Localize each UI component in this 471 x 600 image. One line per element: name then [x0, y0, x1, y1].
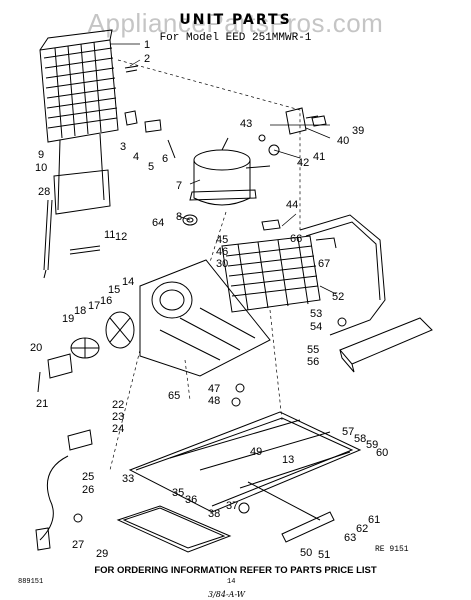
callout-59: 59: [366, 439, 378, 451]
callout-57: 57: [342, 426, 354, 438]
callout-6: 6: [162, 153, 168, 165]
callout-39: 39: [352, 125, 364, 137]
base-pan: [116, 505, 232, 553]
machine-deck: [139, 259, 271, 377]
callout-49: 49: [250, 446, 262, 458]
callout-58: 58: [354, 433, 366, 445]
callout-54: 54: [310, 321, 322, 333]
callout-51: 51: [318, 549, 330, 561]
callout-9: 9: [38, 149, 44, 161]
wiring-harness: [43, 199, 101, 279]
callout-41: 41: [313, 151, 325, 163]
callout-4: 4: [133, 151, 139, 163]
callout-48: 48: [208, 395, 220, 407]
tubing: [299, 214, 386, 336]
callout-10: 10: [35, 162, 47, 174]
model-subtitle: For Model EED 251MMWR-1: [159, 32, 312, 44]
callout-13: 13: [282, 454, 294, 466]
callout-53: 53: [310, 308, 322, 320]
callout-45: 45: [216, 234, 228, 246]
callout-40: 40: [337, 135, 349, 147]
callout-37: 37: [226, 500, 238, 512]
compressor: [189, 137, 271, 206]
callout-23: 23: [112, 411, 124, 423]
callout-20: 20: [30, 342, 42, 354]
callout-62: 62: [356, 523, 368, 535]
reference-code: RE 9151: [375, 545, 409, 554]
callout-36: 36: [185, 494, 197, 506]
callout-60: 60: [376, 447, 388, 459]
fan-motor-assembly: [37, 311, 135, 393]
callout-28: 28: [38, 186, 50, 198]
ordering-note: FOR ORDERING INFORMATION REFER TO PARTS …: [94, 565, 377, 576]
callout-24: 24: [112, 423, 124, 435]
callout-14: 14: [122, 276, 134, 288]
start-relay: [258, 107, 327, 156]
signature-mark: 3/84-A-W: [208, 590, 245, 599]
callout-3: 3: [120, 141, 126, 153]
callout-35: 35: [172, 487, 184, 499]
callout-19: 19: [62, 313, 74, 325]
callout-50: 50: [300, 547, 312, 559]
leader-lines: [109, 59, 301, 471]
callout-52: 52: [332, 291, 344, 303]
callout-12: 12: [115, 231, 127, 243]
callout-42: 42: [297, 157, 309, 169]
callout-29: 29: [96, 548, 108, 560]
callout-27: 27: [72, 539, 84, 551]
callout-8: 8: [176, 211, 182, 223]
callout-64: 64: [152, 217, 164, 229]
callout-5: 5: [148, 161, 154, 173]
callout-65: 65: [168, 390, 180, 402]
callout-44: 44: [286, 199, 298, 211]
callout-2: 2: [144, 53, 150, 65]
callout-61: 61: [368, 514, 380, 526]
callout-11: 11: [104, 229, 115, 241]
callout-22: 22: [112, 399, 124, 411]
callout-38: 38: [208, 508, 220, 520]
callout-1: 1: [144, 39, 150, 51]
callout-55: 55: [307, 344, 319, 356]
grommet: [182, 214, 198, 226]
callout-30: 30: [216, 258, 228, 270]
document-code: 889151: [18, 578, 44, 586]
callout-43: 43: [240, 118, 252, 130]
callout-17: 17: [88, 300, 100, 312]
callout-18: 18: [74, 305, 86, 317]
callout-47: 47: [208, 383, 220, 395]
evaporator-coil: [39, 29, 119, 215]
condenser-coil: [221, 219, 321, 313]
callout-67: 67: [318, 258, 330, 270]
callout-46: 46: [216, 246, 228, 258]
drain-pan: [337, 317, 433, 373]
callout-63: 63: [344, 532, 356, 544]
callout-21: 21: [36, 398, 48, 410]
callout-7: 7: [176, 180, 182, 192]
page-number: 14: [227, 578, 236, 586]
callout-labels: 1 2 3 4 5 6 7 8 9 10 11 12 13 14 15 16 1…: [30, 39, 388, 561]
diagram-title: UNIT PARTS: [179, 12, 292, 28]
callout-15: 15: [108, 284, 120, 296]
callout-leaders: [110, 43, 337, 295]
base-frame: [128, 383, 362, 543]
power-cord: [35, 429, 93, 551]
callout-56: 56: [307, 356, 319, 368]
callout-26: 26: [82, 484, 94, 496]
callout-16: 16: [100, 295, 112, 307]
callout-25: 25: [82, 471, 94, 483]
callout-33: 33: [122, 473, 134, 485]
coil-fasteners: [124, 65, 176, 159]
callout-66: 66: [290, 233, 302, 245]
